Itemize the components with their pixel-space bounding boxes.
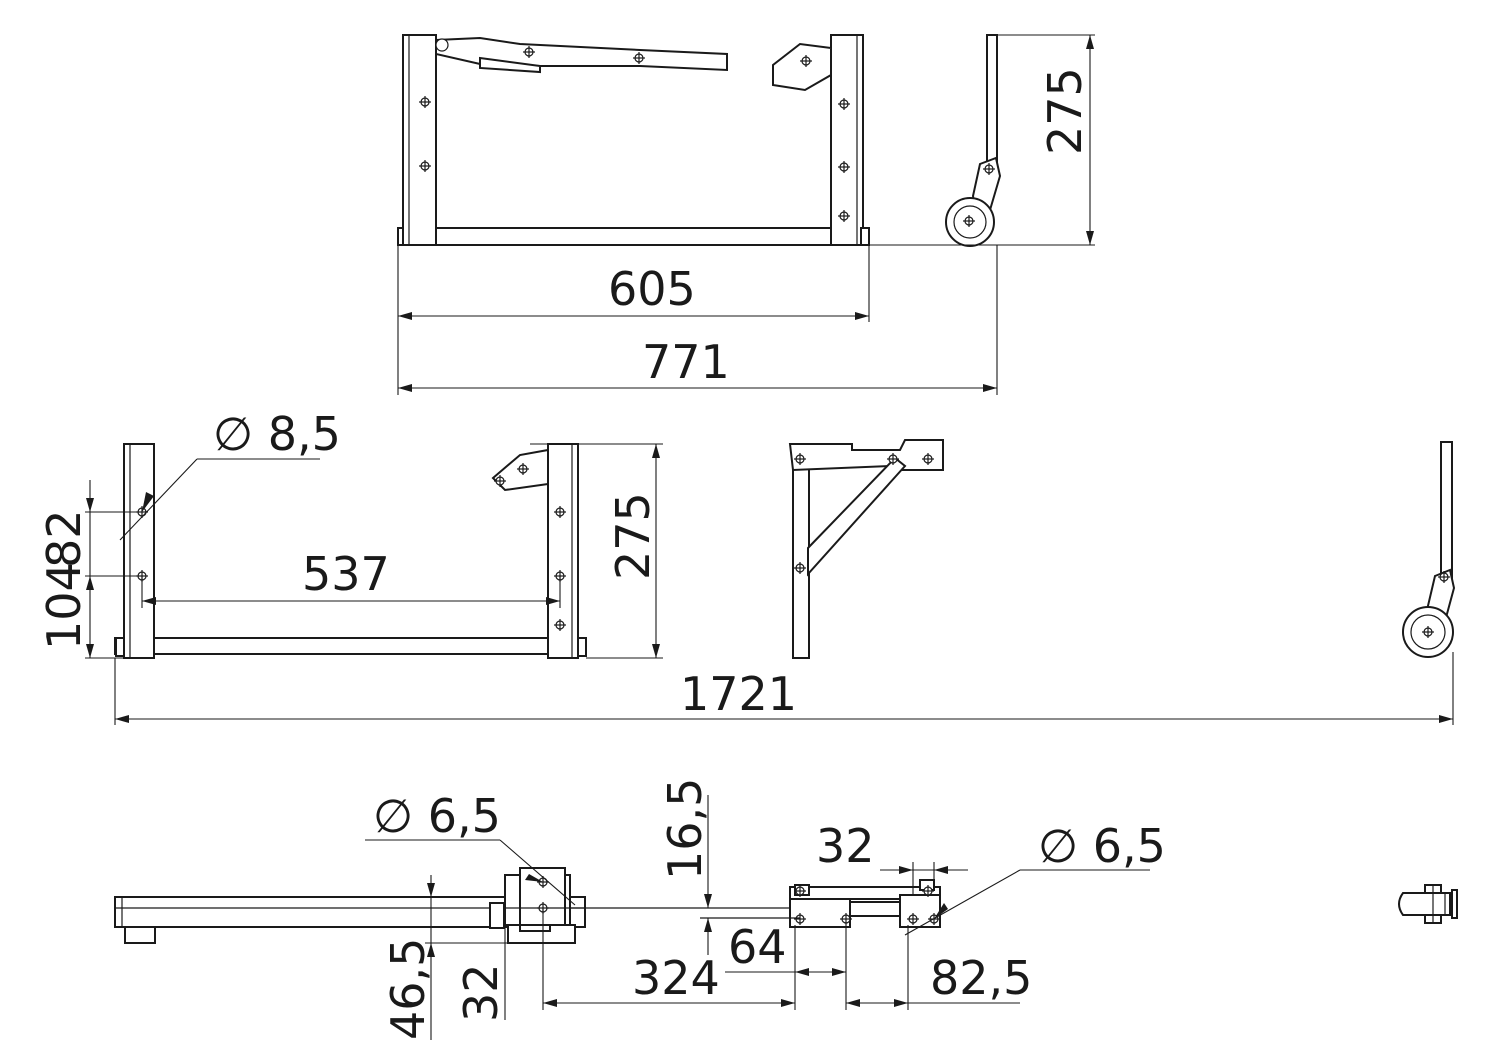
dim-mid-hole-offset: 104 xyxy=(37,562,91,650)
top-right-bracket xyxy=(772,42,832,92)
dim-top-overall-width: 771 xyxy=(642,335,730,389)
dim-bot-length-324: 324 xyxy=(632,951,720,1005)
dim-bot-hole-diameter-left: ∅ 6,5 xyxy=(373,789,501,843)
dim-bot-hole-diameter-right: ∅ 6,5 xyxy=(1038,819,1166,873)
dim-bot-height-46-5: 46,5 xyxy=(381,938,435,1040)
middle-dimensions: ∅ 8,5 82 104 537 275 1721 xyxy=(37,407,1454,725)
top-right-post xyxy=(830,34,870,246)
bottom-dimensions: ∅ 6,5 16,5 32 ∅ 6,5 46,5 32 324 xyxy=(365,778,1166,1040)
dim-top-inner-width: 605 xyxy=(608,262,696,316)
bottom-caster xyxy=(1398,884,1458,924)
dim-mid-total-length: 1721 xyxy=(680,667,797,721)
top-side-caster xyxy=(945,34,1002,247)
bottom-view xyxy=(114,867,1458,944)
dim-bot-width-32-left: 32 xyxy=(454,963,508,1022)
top-folding-arm xyxy=(435,36,728,74)
dim-mid-hole-diameter: ∅ 8,5 xyxy=(213,407,341,461)
dim-mid-hole-spacing: 82 xyxy=(37,509,91,568)
bottom-right-bracket xyxy=(789,879,941,928)
dim-mid-inner-width: 537 xyxy=(302,547,390,601)
mid-right-post xyxy=(491,443,587,659)
dim-mid-height: 275 xyxy=(606,492,660,580)
dim-bot-offset-16-5: 16,5 xyxy=(658,778,712,880)
mid-left-post xyxy=(115,443,155,659)
middle-view xyxy=(114,439,1456,659)
top-dimensions: 275 605 771 xyxy=(397,34,1095,395)
top-view xyxy=(397,34,1002,247)
dim-bot-width-32-top: 32 xyxy=(816,819,875,873)
dim-top-height: 275 xyxy=(1038,67,1092,155)
mid-bracket xyxy=(788,439,944,659)
mid-side-caster xyxy=(1402,441,1456,658)
dim-bot-offset-82-5: 82,5 xyxy=(930,951,1032,1005)
dim-bot-width-64: 64 xyxy=(728,920,787,974)
top-left-post xyxy=(397,34,869,246)
